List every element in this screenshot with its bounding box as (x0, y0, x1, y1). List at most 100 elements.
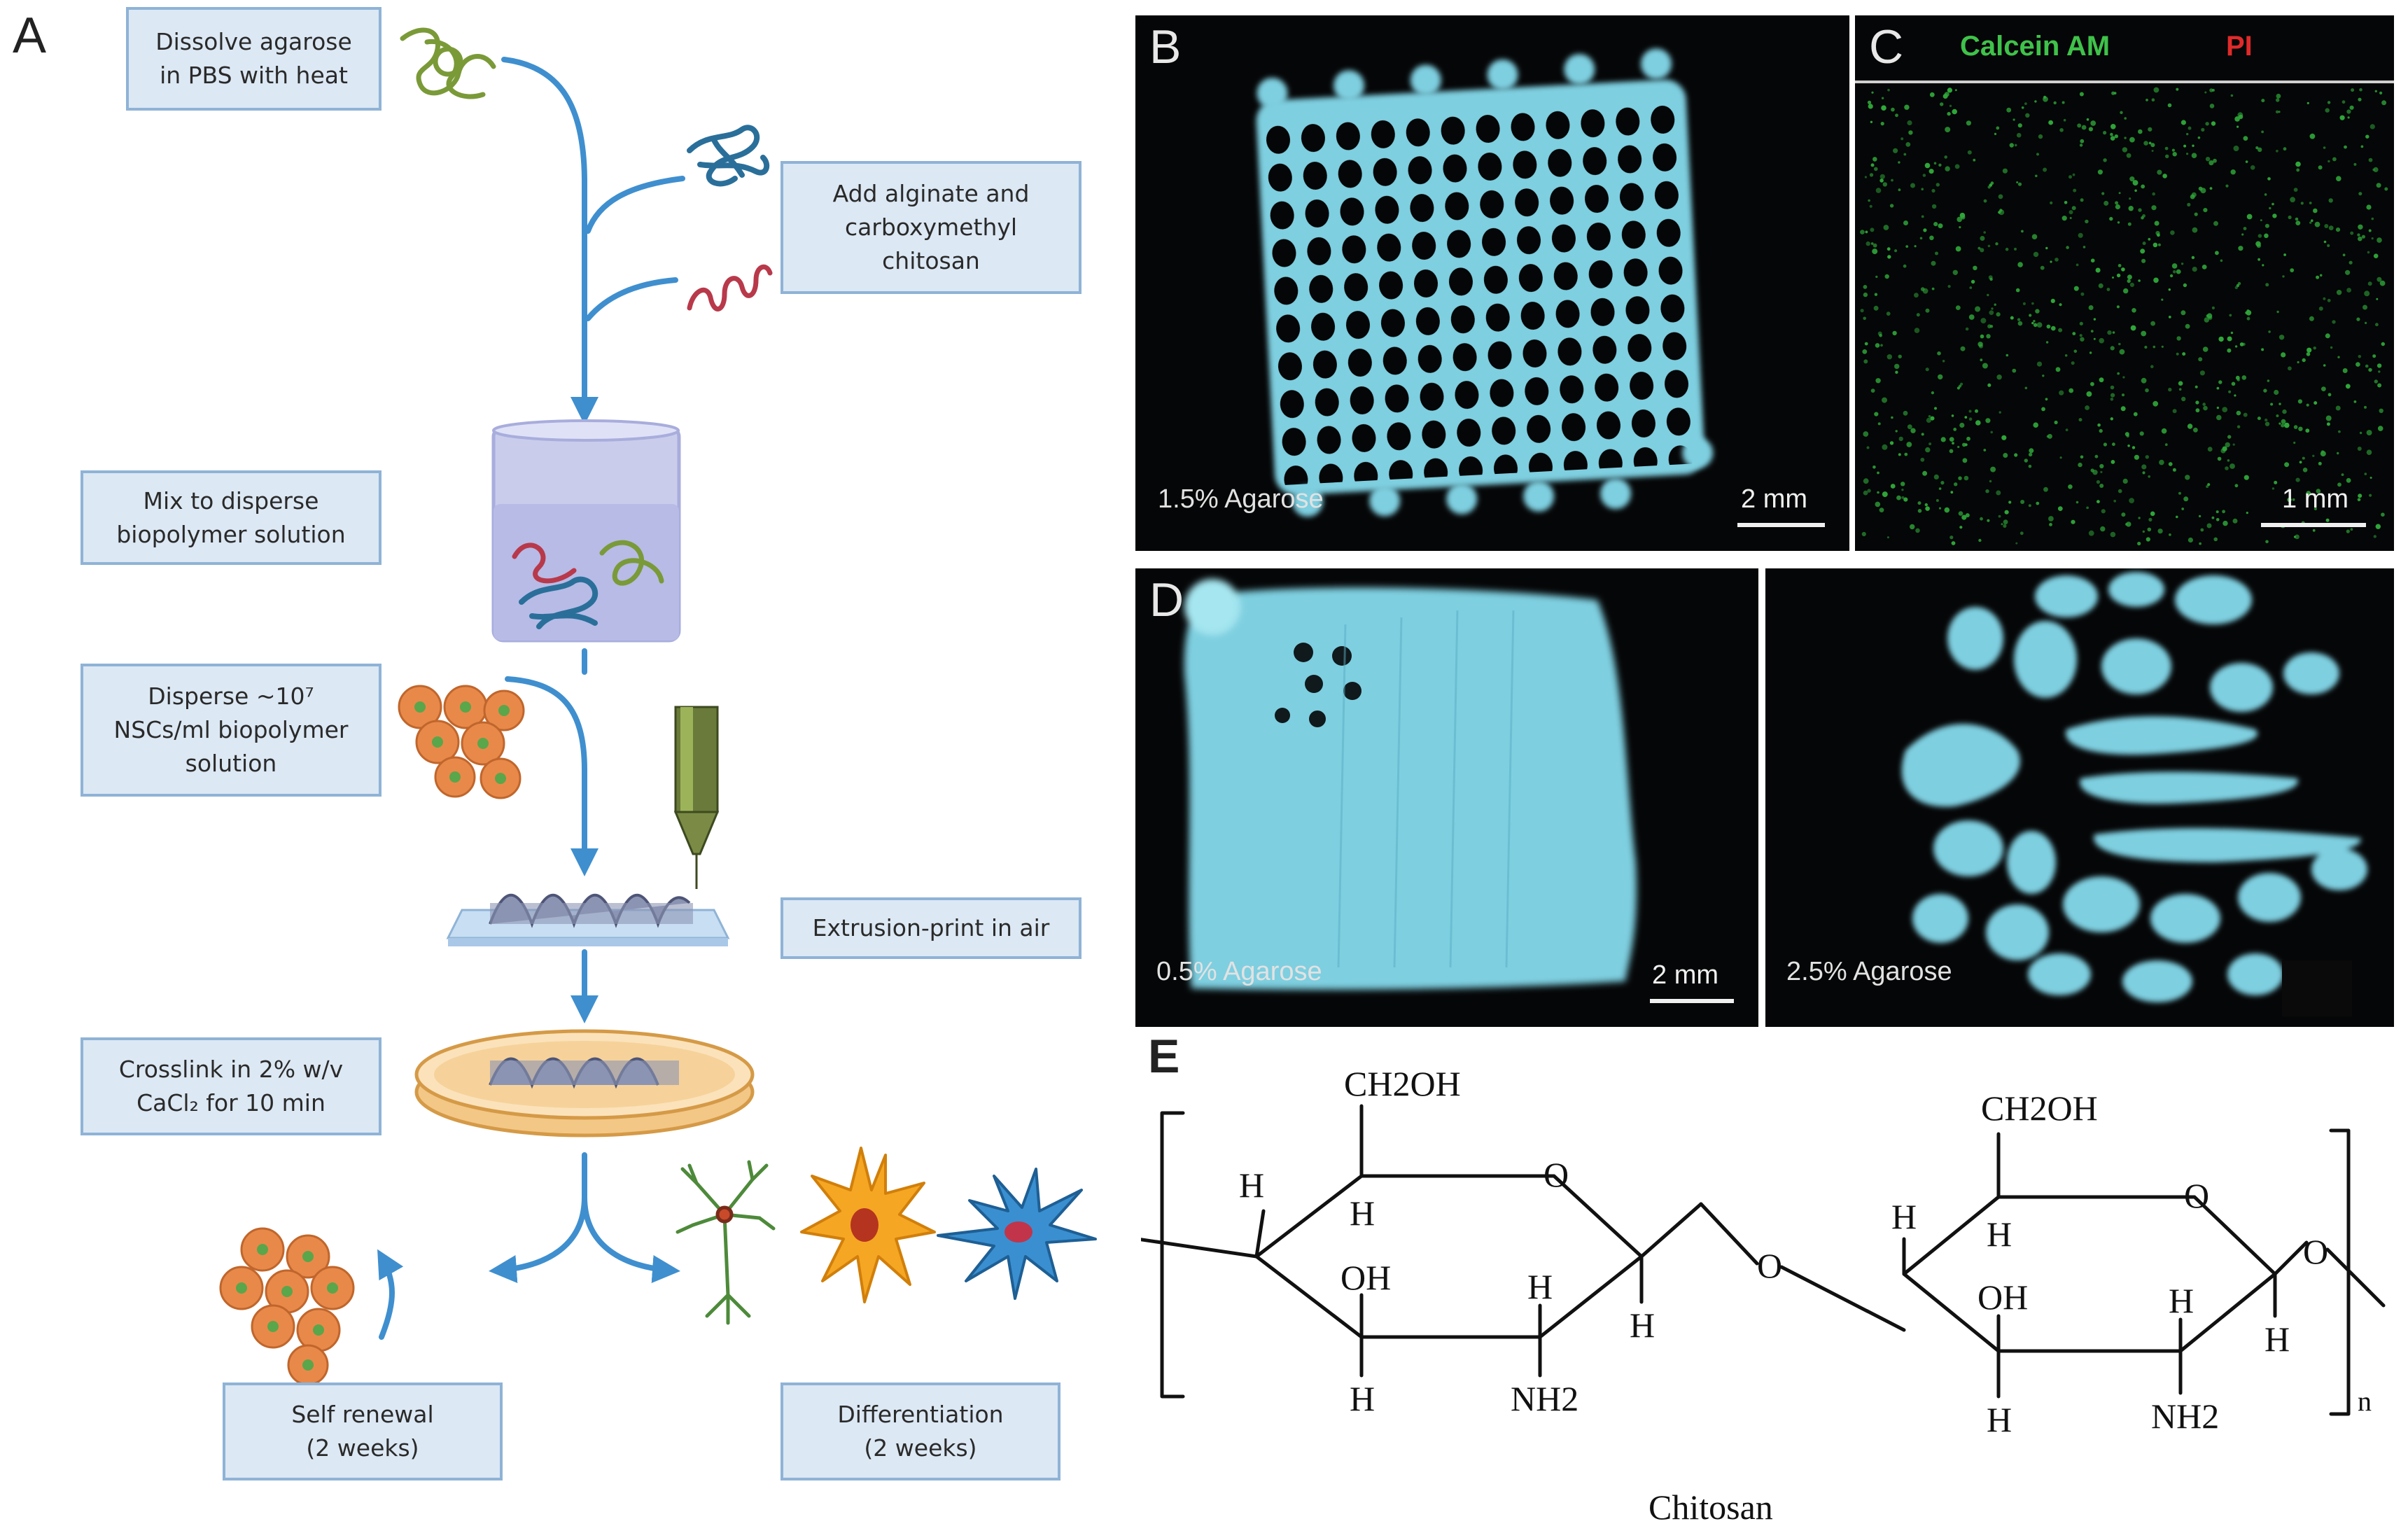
calcein-cell-dot (2364, 405, 2367, 409)
calcein-cell-dot (2145, 455, 2149, 459)
calcein-cell-dot (2323, 240, 2327, 244)
calcein-cell-dot (2080, 455, 2084, 459)
calcein-cell-dot (2128, 206, 2134, 211)
calcein-cell-dot (1962, 442, 1966, 447)
calcein-cell-dot (2185, 475, 2190, 480)
ring2-ch2oh: CH2OH (1981, 1088, 2098, 1128)
calcein-cell-dot (2320, 451, 2326, 457)
calcein-cell-dot (2123, 288, 2129, 294)
calcein-cell-dot (2142, 241, 2146, 246)
calcein-cell-dot (2071, 361, 2075, 365)
calcein-cell-dot (1947, 285, 1951, 288)
calcein-cell-dot (2151, 98, 2155, 102)
calcein-cell-dot (1933, 162, 1937, 164)
calcein-cell-dot (2122, 376, 2125, 379)
calcein-cell-dot (2211, 306, 2215, 309)
calcein-cell-dot (2099, 484, 2104, 488)
calcein-cell-dot (2269, 206, 2272, 210)
calcein-cell-dot (2346, 109, 2351, 114)
calcein-cell-dot (2141, 216, 2144, 220)
calcein-cell-dot (2201, 127, 2205, 132)
calcein-cell-dot (2161, 345, 2164, 348)
astrocyte-orange-icon (800, 1147, 936, 1303)
calcein-cell-dot (2110, 393, 2115, 398)
calcein-cell-dot (1870, 242, 1874, 245)
ring2-h-mid: H (2169, 1281, 2194, 1320)
calcein-cell-dot (1956, 216, 1962, 223)
calcein-cell-dot (1917, 501, 1921, 505)
calcein-cell-dot (2132, 446, 2136, 449)
calcein-cell-dot (2109, 216, 2113, 221)
calcein-cell-dot (2187, 202, 2191, 206)
calcein-cell-dot (2059, 303, 2062, 307)
calcein-cell-dot (1870, 163, 1875, 167)
calcein-cell-dot (2216, 406, 2220, 410)
calcein-cell-dot (1861, 531, 1866, 537)
calcein-cell-dot (2049, 523, 2052, 526)
calcein-cell-dot (2121, 393, 2125, 397)
calcein-cell-dot (1867, 489, 1871, 493)
calcein-cell-dot (1994, 132, 1997, 135)
calcein-cell-dot (2180, 120, 2186, 125)
calcein-cell-dot (1949, 449, 1954, 454)
calcein-cell-dot (2142, 471, 2146, 475)
calcein-cell-dot (2144, 345, 2148, 349)
calcein-cell-dot (2337, 482, 2342, 487)
calcein-cell-dot (2258, 258, 2260, 261)
step-mix-disperse-box: Mix to disperse biopolymer solution (80, 470, 382, 565)
calcein-cell-dot (2130, 325, 2136, 331)
calcein-cell-dot (2110, 460, 2115, 464)
calcein-cell-dot (2003, 519, 2008, 525)
calcein-cell-dot (2368, 368, 2372, 372)
calcein-cell-dot (2337, 451, 2339, 455)
calcein-cell-dot (2068, 175, 2072, 179)
calcein-cell-dot (2025, 113, 2030, 118)
calcein-cell-dot (1931, 188, 1935, 193)
calcein-cell-dot (2353, 400, 2357, 403)
calcein-cell-dot (2233, 146, 2239, 151)
calcein-cell-dot (2335, 405, 2341, 411)
calcein-cell-dot (2068, 388, 2074, 393)
calcein-cell-dot (2235, 375, 2240, 380)
calcein-cell-dot (1999, 209, 2003, 212)
calcein-cell-dot (2172, 152, 2177, 157)
calcein-cell-dot (2045, 398, 2048, 401)
calcein-cell-dot (1868, 104, 1873, 109)
calcein-cell-dot (2022, 302, 2026, 305)
calcein-cell-dot (2076, 263, 2079, 267)
calcein-cell-dot (2312, 454, 2315, 457)
calcein-cell-dot (2370, 124, 2375, 130)
calcein-cell-dot (2276, 149, 2278, 153)
calcein-cell-dot (1942, 360, 1945, 363)
calcein-cell-dot (2003, 524, 2007, 528)
calcein-cell-dot (2081, 125, 2087, 130)
calcein-cell-dot (2117, 221, 2120, 224)
calcein-cell-dot (2377, 383, 2382, 388)
calcein-cell-dot (2036, 361, 2043, 367)
calcein-cell-dot (2327, 298, 2331, 302)
calcein-cell-dot (2299, 461, 2302, 464)
calcein-cell-dot (2213, 158, 2217, 163)
calcein-cell-dot (2172, 468, 2176, 472)
scaffold-grid-image (1256, 48, 1714, 517)
calcein-cell-dot (2336, 176, 2342, 181)
calcein-cell-dot (2048, 120, 2053, 125)
calcein-cell-dot (2375, 524, 2381, 529)
calcein-cell-dot (1866, 446, 1870, 449)
calcein-cell-dot (1892, 330, 1897, 336)
calcein-cell-dot (1882, 397, 1887, 403)
calcein-cell-dot (2202, 346, 2208, 352)
calcein-cell-dot (1986, 334, 1991, 339)
calcein-cell-dot (2373, 253, 2379, 259)
calcein-cell-dot (2275, 110, 2279, 113)
calcein-cell-dot (2141, 464, 2147, 470)
calcein-cell-dot (2327, 244, 2330, 247)
panel-c-scale-label: 1 mm (2282, 484, 2348, 514)
calcein-cell-dot (1952, 270, 1958, 275)
calcein-cell-dot (1921, 215, 1924, 218)
calcein-cell-dot (2225, 184, 2229, 188)
calcein-cell-dot (1904, 104, 1910, 110)
step-add-alginate-box: Add alginate and carboxymethyl chitosan (780, 161, 1082, 294)
calcein-cell-dot (2005, 354, 2009, 357)
calcein-cell-dot (2321, 386, 2326, 391)
